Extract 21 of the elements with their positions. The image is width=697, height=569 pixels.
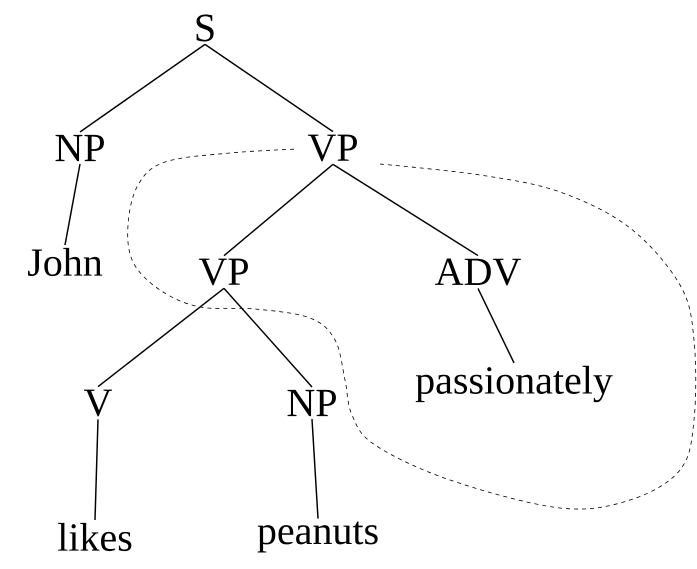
- tree-branch: [223, 288, 313, 388]
- tree-label: VP: [308, 134, 357, 162]
- tree-branch: [224, 164, 334, 256]
- tree-branch: [80, 44, 206, 133]
- tree-label: peanuts: [258, 521, 378, 552]
- tree-label: passionately: [416, 366, 613, 402]
- tree-branch: [94, 419, 99, 520]
- tree-branch: [64, 164, 81, 246]
- tree-label: V: [84, 390, 112, 416]
- tree-label: NP: [288, 390, 336, 416]
- tree-branch: [477, 288, 515, 364]
- tree-label: John: [28, 248, 102, 276]
- tree-branch: [204, 44, 334, 132]
- tree-label: likes: [58, 522, 132, 552]
- tree-label: NP: [56, 134, 104, 162]
- tree-label: VP: [198, 258, 248, 286]
- tree-label: ADV: [435, 258, 521, 286]
- tree-branch: [311, 418, 319, 519]
- tree-branch: [98, 288, 224, 388]
- tree-branch: [332, 164, 478, 256]
- tree-label: S: [196, 14, 214, 42]
